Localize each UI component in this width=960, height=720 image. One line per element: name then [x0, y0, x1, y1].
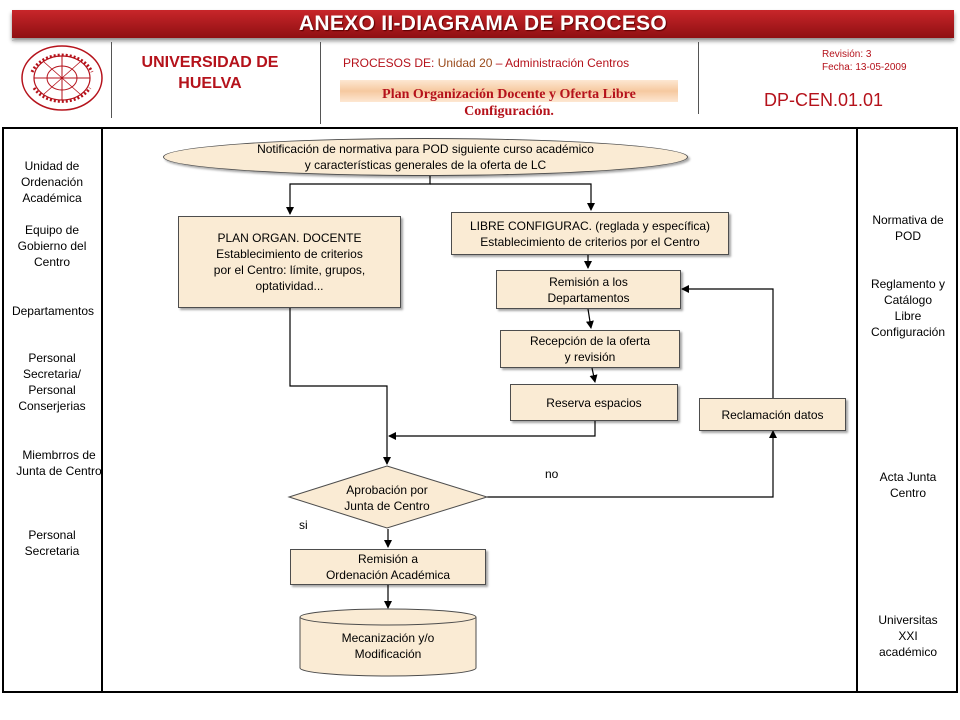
right-label-universitas-xxi: Universitas XXI académico — [878, 613, 938, 659]
database-cylinder-shape — [299, 617, 477, 677]
database-cylinder-top — [299, 608, 477, 626]
header-divider-1 — [111, 42, 112, 118]
plan-title-bar — [340, 80, 678, 102]
reserva-espacios-box: Reserva espacios — [510, 384, 678, 421]
main-diagram-frame — [101, 127, 858, 693]
decision-si-label: si — [299, 518, 308, 532]
connector-reserva-to-aprobacion — [388, 421, 596, 440]
left-label-miembros-junta: Miembrros de Junta de Centro — [16, 448, 102, 478]
left-label-personal-secretaria-conserjerias: Personal Secretaria/ Personal Conserjeri… — [18, 351, 86, 413]
reclamacion-datos-box: Reclamación datos — [699, 398, 846, 431]
recepcion-oferta-box: Recepción de la oferta y revisión — [500, 330, 680, 368]
right-label-normativa-pod: Normativa de POD — [872, 213, 944, 243]
process-prefix: PROCESOS DE: — [343, 56, 435, 70]
left-column-frame — [2, 127, 103, 693]
mecanizacion-database: Mecanización y/o Modificación — [341, 631, 435, 661]
left-label-departamentos: Departamentos — [11, 304, 95, 318]
left-label-unidad-ordenacion: Unidad de Ordenación Académica — [20, 159, 84, 205]
remision-departamentos-box: Remisión a los Departamentos — [496, 270, 681, 309]
revision-info: Revisión: 3 Fecha: 13-05-2009 — [822, 48, 907, 74]
header-divider-3 — [698, 42, 699, 114]
decision-no-label: no — [545, 467, 559, 481]
plan-docente-box: PLAN ORGAN. DOCENTE Establecimiento de c… — [178, 216, 401, 308]
header-divider-2 — [320, 42, 321, 124]
process-unit: Unidad 20 — [437, 56, 493, 70]
right-column-frame — [856, 127, 958, 693]
plan-title: Plan Organización Docente y Oferta Libre… — [382, 87, 636, 119]
university-seal-logo — [21, 45, 103, 111]
revision-date: Fecha: 13-05-2009 — [822, 62, 907, 73]
connector-remision-to-recepcion — [585, 308, 594, 329]
connector-reclamacion-to-remision — [681, 285, 774, 398]
remision-ordenacion-box: Remisión a Ordenación Académica — [290, 549, 486, 585]
connector-start-to-libre — [430, 183, 595, 211]
title-divider — [12, 40, 954, 41]
document-code: DP-CEN.01.01 — [764, 90, 884, 110]
connector-start-to-plan — [286, 175, 431, 215]
connector-recepcion-to-reserva — [589, 367, 598, 383]
page-title: ANEXO II-DIAGRAMA DE PROCESO — [298, 12, 668, 35]
revision-label: Revisión: 3 — [822, 49, 872, 60]
title-bar: ANEXO II-DIAGRAMA DE PROCESO — [12, 10, 954, 38]
connector-no-to-reclamacion — [487, 430, 777, 498]
libre-configuracion-box: LIBRE CONFIGURAC. (reglada y específica)… — [451, 212, 729, 255]
start-notification-oval: Notificación de normativa para POD sigui… — [163, 138, 688, 176]
decision-diamond-shape — [287, 465, 489, 529]
process-line: PROCESOS DE: Unidad 20 – Administración … — [343, 56, 629, 70]
left-label-equipo-gobierno: Equipo de Gobierno del Centro — [17, 223, 87, 269]
right-label-reglamento-catalogo: Reglamento y Catálogo Libre Configuració… — [870, 277, 946, 339]
aprobacion-junta-decision: Aprobación por Junta de Centro — [344, 483, 430, 513]
university-name: UNIVERSIDAD DE HUELVA — [141, 54, 279, 92]
connector-plan-to-aprobacion — [289, 308, 391, 465]
right-label-acta-junta: Acta Junta Centro — [879, 470, 937, 500]
left-label-personal-secretaria: Personal Secretaria — [24, 528, 80, 558]
process-name: – Administración Centros — [495, 56, 630, 70]
